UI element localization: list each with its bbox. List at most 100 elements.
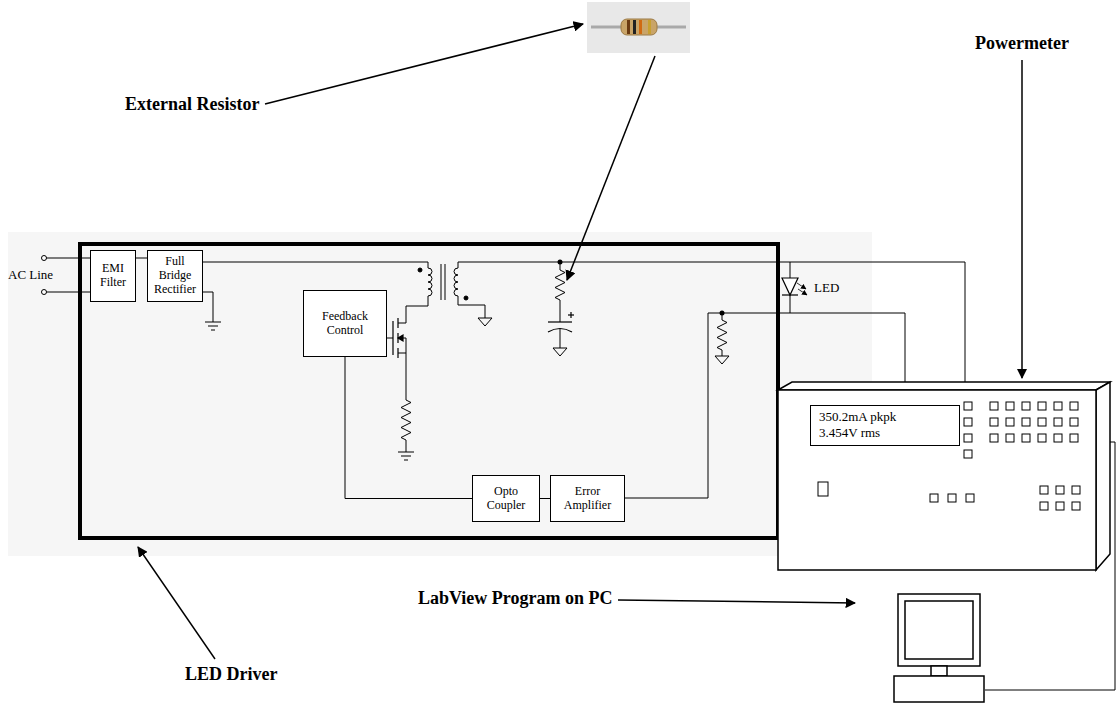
connector-wire: [136, 258, 147, 259]
box-label: EMI Filter: [94, 262, 132, 290]
ground-symbol: [398, 452, 414, 453]
resistor-photo: [633, 20, 636, 34]
callout-label: LED Driver: [185, 664, 277, 686]
ground-symbol: [208, 326, 218, 327]
box-label: Opto Coupler: [476, 485, 536, 513]
ground-symbol: [205, 318, 729, 460]
resistor-photo: [587, 2, 690, 53]
resistor-photo: [648, 20, 651, 34]
circuit-wire: [790, 262, 791, 278]
circuit-wire: [458, 262, 780, 263]
leader-arrow: [265, 24, 583, 104]
mosfet-symbol: [392, 321, 393, 355]
led-symbol: [797, 283, 806, 289]
mosfet-symbol: [393, 318, 403, 358]
button-symbol: [1038, 434, 1046, 442]
transformer-symbol: [441, 264, 442, 300]
component-label: LED: [814, 281, 839, 296]
ground-symbol: [401, 456, 411, 457]
transformer-symbol: [428, 262, 432, 296]
circuit-wire: [560, 329, 561, 348]
button-symbol: [1056, 486, 1064, 494]
capacitor-symbol: [548, 329, 572, 333]
callout-label: External Resistor: [125, 94, 259, 116]
button-symbol: [818, 482, 828, 496]
circuit-wire: [387, 338, 393, 339]
transformer-symbol: [445, 264, 446, 300]
leader-arrow: [567, 56, 655, 280]
junction-dot: [720, 311, 725, 316]
capacitor-symbol: [548, 321, 572, 322]
meter-reading: 350.2mA pkpk: [819, 409, 951, 425]
ground-symbol: [553, 348, 567, 356]
button-symbol: [1040, 502, 1048, 510]
button-symbol: [964, 450, 972, 458]
circuit-wire: [44, 258, 90, 259]
computer-icon: [931, 666, 947, 676]
button-symbol: [1022, 402, 1030, 410]
led-symbol: [782, 278, 798, 295]
resistor-symbol: [401, 270, 727, 440]
computer-icon: [893, 593, 985, 705]
process-box: Opto Coupler: [472, 475, 540, 522]
button-symbol: [964, 418, 972, 426]
junction-dot: [558, 260, 563, 265]
button-symbol: [1070, 402, 1078, 410]
meter-reading: 3.454V rms: [819, 425, 951, 441]
button-symbol: [966, 494, 974, 502]
button-symbol: [990, 402, 998, 410]
process-box: Full Bridge Rectifier: [147, 250, 203, 302]
button-symbol: [1006, 418, 1014, 426]
transformer-symbol: [464, 296, 468, 300]
resistor-symbol: [401, 400, 411, 440]
led-symbol: [782, 294, 798, 295]
ground-symbol: [211, 330, 215, 331]
ac-terminal: [42, 256, 47, 261]
leader-arrow: [618, 600, 855, 603]
ground-symbol: [478, 318, 492, 326]
button-symbol: [1054, 434, 1062, 442]
box-label: Full Bridge Rectifier: [151, 255, 199, 296]
transformer-symbol: [454, 262, 458, 296]
button-symbol: [1006, 402, 1014, 410]
background-panel: [8, 232, 872, 556]
capacitor-symbol: [570, 312, 571, 318]
button-symbol: [1022, 434, 1030, 442]
leader-arrow: [138, 547, 215, 659]
circuit-wire: [406, 440, 407, 452]
resistor-photo: [587, 2, 690, 53]
button-symbol: [1070, 434, 1078, 442]
driver-housing: LED DriverEMI FilterFull Bridge Rectifie…: [78, 242, 780, 540]
circuit-wire: [560, 300, 561, 322]
process-box: Feedback Control: [303, 290, 387, 357]
button-symbol: [964, 434, 972, 442]
process-box: Error Amplifier: [550, 475, 625, 522]
callout-label: Powermeter: [975, 33, 1069, 55]
mosfet-symbol: [397, 348, 398, 358]
box-label: Error Amplifier: [554, 485, 621, 513]
circuit-wire: [458, 296, 485, 318]
button-symbol: [1022, 418, 1030, 426]
capacitor-symbol: [548, 312, 574, 332]
resistor-photo: [639, 20, 642, 34]
terminal-label: AC Line: [8, 268, 53, 283]
mosfet-symbol: [398, 335, 403, 341]
resistor-photo: [621, 19, 657, 35]
button-symbol: [964, 402, 972, 410]
computer: LabView Program on PC: [893, 593, 985, 705]
connector-wire: [540, 498, 550, 499]
button-symbol: [930, 494, 938, 502]
circuit-wire: [790, 295, 791, 313]
leader-arrow: [1021, 60, 1023, 378]
button-symbol: [1054, 402, 1062, 410]
powermeter-body: [778, 382, 1110, 390]
circuit-wire: [625, 313, 780, 498]
circuit-wire: [44, 292, 90, 293]
computer-icon: [894, 594, 984, 702]
process-box: EMI Filter: [90, 250, 136, 302]
circuit-wire: [203, 262, 428, 263]
transformer-symbol: [418, 262, 468, 300]
ground-symbol: [205, 322, 221, 323]
connector-wire: [345, 357, 472, 499]
